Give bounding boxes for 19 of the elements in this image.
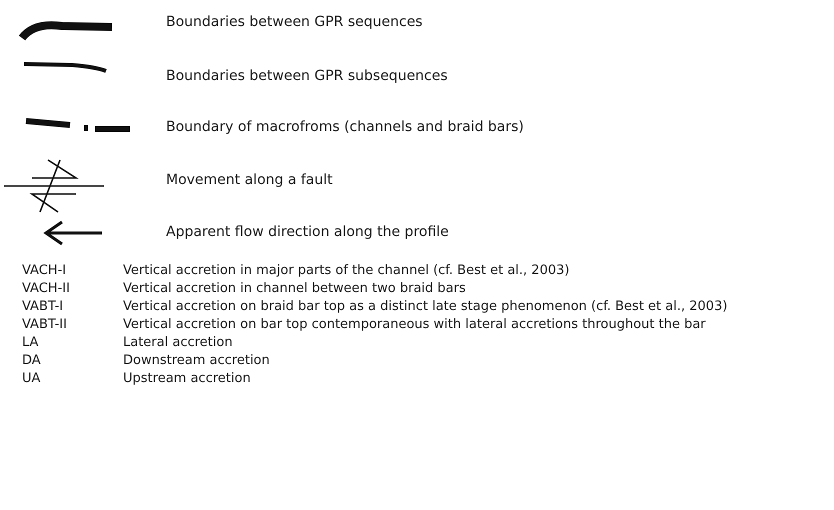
legend-text: Boundaries between GPR sequences — [166, 13, 423, 31]
abbreviation: LA — [22, 334, 38, 352]
abbreviation: VACH-II — [22, 280, 70, 298]
legend-text: Boundary of macrofroms (channels and braid bars) — [166, 118, 524, 136]
legend-text: Boundaries between GPR subsequences — [166, 67, 448, 85]
abbreviation-definition: Downstream accretion — [123, 352, 271, 370]
legend-text: Movement along a fault — [166, 171, 333, 189]
abbreviation-definition: Upstream accretion — [123, 370, 252, 388]
legend-text: Apparent flow direction along the profile — [166, 223, 449, 241]
abbreviation-definition: Vertical accretion on bar top contemporaneous with lateral accretions throughout the bar — [123, 316, 707, 334]
abbreviation-definition: Lateral accretion — [123, 334, 234, 352]
abbreviation: VACH-I — [22, 262, 66, 280]
abbreviation: UA — [22, 370, 40, 388]
abbreviation: VABT-II — [22, 316, 67, 334]
abbreviation-definition: Vertical accretion in channel between two braid bars — [123, 280, 467, 298]
abbreviation: DA — [22, 352, 41, 370]
abbreviation-definition: Vertical accretion in major parts of the channel (cf. Best et al., 2003) — [123, 262, 570, 280]
abbreviation-definition: Vertical accretion on braid bar top as a distinct late stage phenomenon (cf. Best et al., 2003) — [123, 298, 728, 316]
abbreviation: VABT-I — [22, 298, 64, 316]
